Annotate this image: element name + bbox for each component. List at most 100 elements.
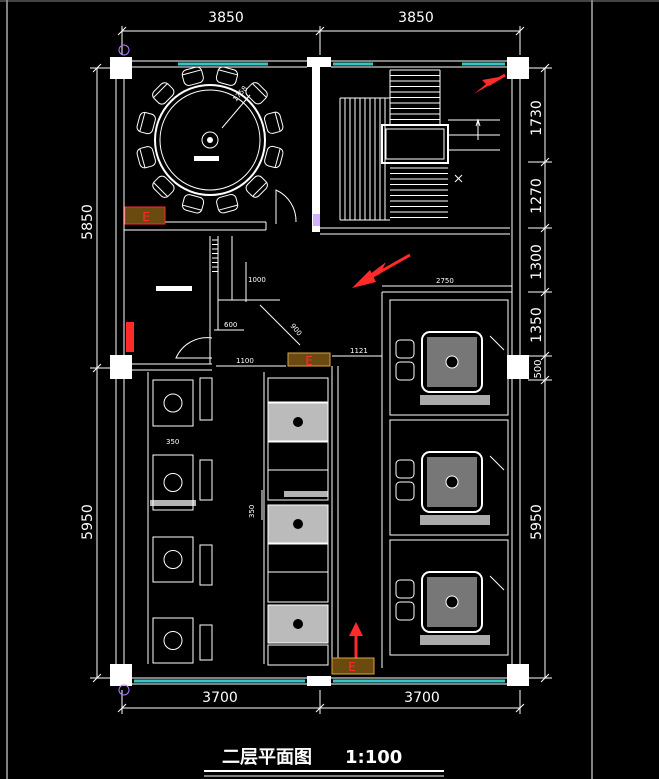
chair (152, 82, 175, 105)
appliance (152, 617, 194, 664)
chair (152, 175, 175, 198)
booth-divider (420, 635, 490, 645)
svg-text:2750: 2750 (436, 277, 454, 285)
appliance (152, 536, 194, 583)
burner (163, 473, 183, 492)
round-dining-table: 1758 (154, 84, 266, 196)
dining-door (275, 189, 297, 224)
dining-chairs (136, 66, 284, 214)
booth-table (421, 571, 483, 633)
dim-top-right: 3850 (398, 10, 434, 26)
booth-divider (420, 515, 490, 525)
booth-door (489, 575, 505, 591)
booth-door (489, 335, 505, 351)
chair (216, 194, 239, 214)
burner (163, 393, 183, 413)
chair (245, 175, 268, 198)
left-wall-accent (126, 322, 134, 352)
shelf (199, 459, 213, 501)
dim-left-lower: 5950 (80, 504, 96, 540)
counter-block (267, 469, 329, 501)
marker-e-bottom: E (331, 657, 375, 675)
corridor-steps (212, 236, 280, 301)
appliance (152, 379, 194, 427)
arrow-stair-entry (474, 73, 506, 94)
drain (293, 417, 303, 427)
booth-seat (395, 481, 415, 501)
booth-1 (389, 299, 509, 416)
chair (136, 111, 156, 135)
svg-text:E: E (142, 210, 150, 224)
counter-block (267, 441, 329, 471)
arrow-corridor (352, 253, 411, 288)
booth-seat (395, 579, 415, 599)
interior-walls (124, 67, 512, 668)
booth-table (421, 451, 483, 513)
stair-wall-accent (313, 214, 320, 226)
booth-2 (389, 419, 509, 536)
chair (215, 66, 239, 86)
chair (264, 111, 284, 134)
booth-door (489, 455, 505, 471)
booth-table (421, 331, 483, 393)
booth-seat (395, 361, 415, 381)
svg-text:350: 350 (166, 438, 179, 446)
kitchen-labels: 350 350 (150, 438, 328, 520)
kitchen-appliances (147, 372, 213, 664)
dim-bottom-right: 3700 (404, 690, 440, 706)
counter-block (267, 571, 329, 603)
dim-top-left: 3850 (208, 10, 244, 26)
marker-e-middle: E (287, 352, 331, 368)
exterior-walls (110, 57, 529, 686)
svg-text:1100: 1100 (236, 357, 254, 365)
drain (293, 619, 303, 629)
dim-right-4: 1350 (529, 307, 545, 343)
drawing-scale: 1:100 (345, 747, 402, 768)
chair (245, 82, 268, 105)
arrow-exit-up (349, 622, 363, 660)
dimension-lines (90, 26, 552, 714)
shelf (199, 624, 213, 661)
dim-right-2: 1270 (529, 178, 545, 214)
drain (293, 519, 303, 529)
dim-right-3: 1300 (529, 244, 545, 280)
booth-seat (395, 601, 415, 621)
svg-text:E: E (305, 354, 313, 368)
booth-center (445, 595, 459, 609)
booth-seat (395, 339, 415, 359)
corner-marker-top (118, 44, 130, 56)
booth-center (445, 475, 459, 489)
drawing-title: 二层平面图 (222, 747, 312, 768)
booth-center (445, 355, 459, 369)
chair (181, 66, 204, 86)
appliance (152, 454, 194, 511)
svg-text:350: 350 (248, 505, 256, 518)
svg-text:E: E (348, 660, 356, 674)
dim-right-1: 1730 (529, 100, 545, 136)
chair (136, 146, 156, 169)
shelf (199, 377, 213, 421)
booth-seat (395, 459, 415, 479)
marker-e-dining: E (124, 206, 166, 225)
booth-3 (389, 539, 509, 656)
dim-right-5: 500 (533, 359, 544, 378)
corner-marker-bottom (118, 684, 130, 696)
dim-bottom-left: 3700 (202, 690, 238, 706)
booth-divider (420, 395, 490, 405)
dim-left-upper: 5850 (80, 204, 96, 240)
counter-block (267, 377, 329, 403)
svg-text:1000: 1000 (248, 276, 266, 284)
burner (163, 631, 183, 650)
shelf (199, 544, 213, 586)
stair-core (381, 118, 481, 183)
svg-text:1121: 1121 (350, 347, 368, 355)
chair (181, 194, 205, 214)
burner (163, 550, 183, 569)
svg-text:600: 600 (224, 321, 237, 329)
dim-right-6: 5950 (529, 504, 545, 540)
counter-block (267, 644, 329, 666)
chair (264, 145, 284, 169)
private-booths (389, 299, 509, 656)
counter-block (267, 543, 329, 573)
